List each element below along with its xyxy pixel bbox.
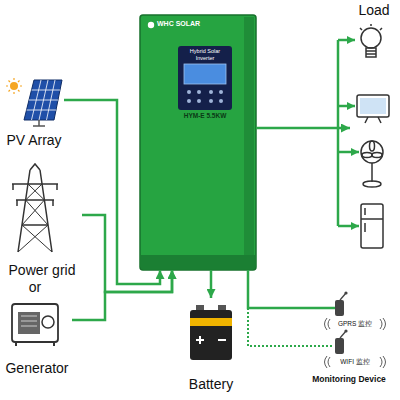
load-wires	[338, 40, 359, 226]
bulb-icon	[366, 51, 376, 54]
solar-panel-icon	[6, 78, 22, 94]
inverter-body	[148, 22, 154, 28]
pv-array-node: PV Array	[4, 76, 64, 152]
node-text: Load	[350, 2, 398, 19]
inverter-body	[209, 90, 213, 94]
load-group: Load	[350, 2, 398, 252]
generator-node: Generator	[2, 298, 72, 380]
node-text: Generator	[2, 360, 72, 377]
solar-panel-icon	[27, 80, 61, 120]
power-connector	[64, 100, 160, 284]
gprs-label: GPRS 监控	[322, 320, 388, 328]
generator-icon	[21, 316, 37, 326]
fan-icon	[363, 181, 381, 187]
inverter-body	[140, 15, 256, 270]
load-wires	[338, 225, 359, 228]
load-wires	[338, 151, 359, 154]
wifi-dongle-icon	[335, 338, 344, 354]
bulb-icon	[366, 48, 376, 57]
generator-icon	[42, 316, 54, 328]
node-text: Power grid	[2, 262, 82, 279]
inverter-body	[140, 15, 256, 270]
fan-icon	[372, 153, 382, 158]
monitoring-wires	[248, 308, 334, 346]
bulb-icon	[360, 24, 382, 30]
load-wires	[338, 39, 355, 42]
battery-icon	[190, 310, 232, 360]
load-wires	[337, 40, 340, 226]
solar-panel-icon	[6, 78, 62, 126]
monitoring-wires	[300, 307, 335, 310]
inverter-body	[197, 99, 201, 103]
node-text: Battery	[180, 376, 242, 393]
inverter-box: WHC SOLAR Hybrid Solar InverterHYM-E 5.5K…	[140, 15, 256, 270]
inverter-body	[244, 17, 254, 255]
power-connector	[82, 215, 172, 292]
power-connector	[72, 270, 172, 320]
bulb-icon	[361, 28, 381, 48]
inverter-body	[197, 90, 201, 94]
fridge-icon	[361, 204, 383, 248]
node-text: PV Array	[4, 132, 64, 149]
inverter-body	[178, 46, 232, 110]
battery-node: Battery	[180, 298, 242, 394]
fan-icon	[371, 163, 373, 182]
battery-icon	[190, 318, 232, 326]
tv-icon	[357, 95, 389, 117]
monitoring-wires	[248, 308, 335, 346]
power-connector	[256, 127, 350, 130]
inverter-body	[219, 90, 223, 94]
inverter-body	[209, 99, 213, 103]
generator-icon	[12, 304, 58, 346]
battery-icon	[190, 305, 232, 360]
inverter-body	[187, 99, 191, 103]
generator-icon	[18, 312, 40, 334]
generator-icon	[16, 342, 54, 346]
fan-icon	[370, 141, 375, 151]
battery-icon	[196, 336, 226, 344]
fan-icon	[362, 153, 372, 158]
bulb-icon	[360, 24, 382, 57]
tv-icon	[365, 117, 381, 123]
node-text: Hybrid Solar Inverter	[180, 48, 230, 61]
node-text: WHC SOLAR	[157, 20, 227, 28]
solar-panel-icon	[33, 120, 45, 126]
load-wires	[338, 105, 355, 108]
wifi-dongle-icon	[344, 329, 347, 332]
pylon-icon	[12, 164, 58, 252]
tv-icon	[357, 95, 389, 123]
solar-panel-icon	[10, 82, 18, 90]
inverter-body	[141, 255, 255, 269]
solar-panel-icon	[24, 80, 62, 120]
monitoring-device-group: Monitoring Device	[300, 290, 398, 388]
pylon-icon	[18, 164, 52, 252]
node-text: HYM-E 5.5KW	[175, 112, 235, 120]
pylon-icon	[13, 184, 57, 206]
node-text: Monitoring Device	[300, 374, 398, 384]
generator-icon	[12, 304, 58, 342]
fridge-icon	[361, 208, 383, 232]
inverter-body	[219, 99, 223, 103]
power-connector	[210, 270, 213, 298]
power-connector	[248, 270, 300, 308]
inverter-body	[187, 90, 191, 94]
tv-icon	[360, 98, 386, 114]
fan-icon	[361, 141, 383, 163]
fan-icon	[361, 141, 383, 187]
or-label: or	[20, 279, 50, 296]
gprs-dongle-icon	[344, 291, 347, 294]
inverter-body	[184, 64, 226, 84]
arrowhead-def	[64, 100, 350, 320]
pylon-icon	[18, 184, 52, 252]
gprs-dongle-icon	[335, 300, 344, 316]
fridge-icon	[361, 204, 383, 248]
wifi-label: WIFI 监控	[322, 358, 388, 366]
power-grid-node: Power grid	[2, 165, 82, 280]
